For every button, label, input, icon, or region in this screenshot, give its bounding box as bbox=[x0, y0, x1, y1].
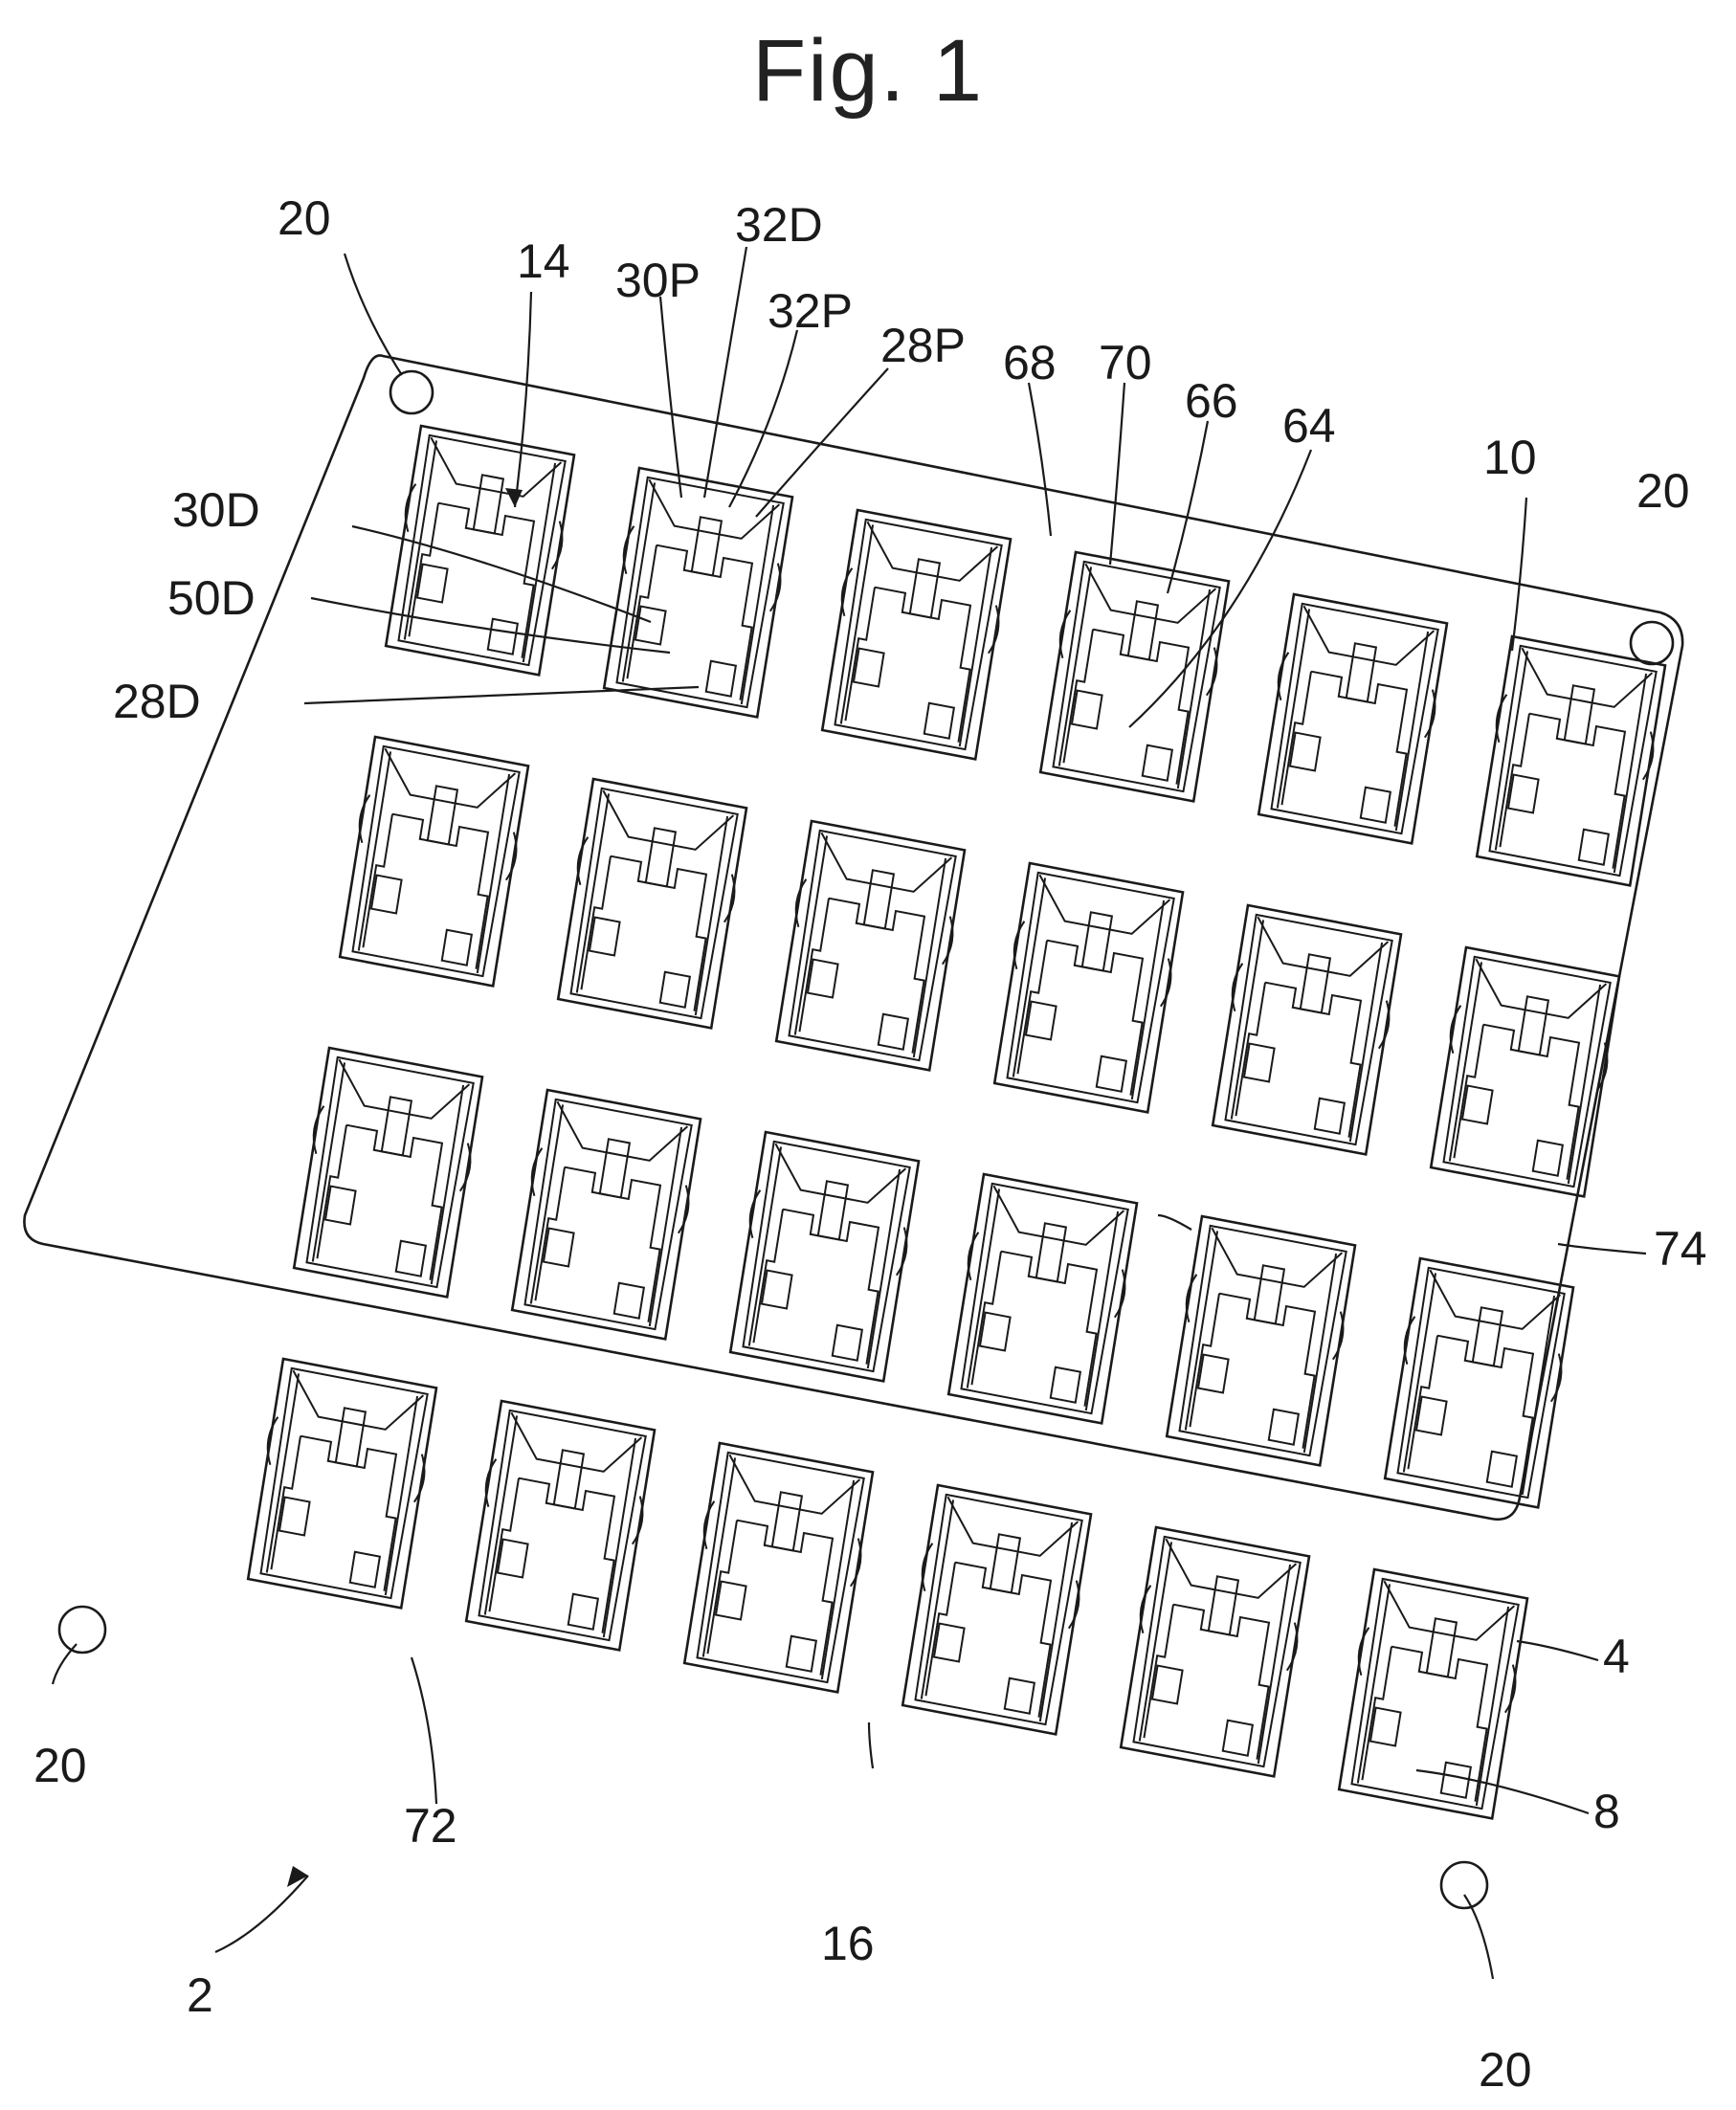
arrow-icon bbox=[287, 1866, 308, 1887]
label-20-top-right: 20 bbox=[1636, 464, 1690, 518]
label-20-top-left: 20 bbox=[278, 191, 331, 245]
pocket bbox=[512, 1090, 701, 1339]
pocket bbox=[822, 510, 1011, 759]
pocket bbox=[248, 1359, 436, 1608]
pocket bbox=[1167, 1216, 1355, 1465]
pocket bbox=[1121, 1527, 1309, 1776]
label-66: 66 bbox=[1185, 374, 1238, 428]
label-28D: 28D bbox=[113, 675, 201, 728]
label-72: 72 bbox=[404, 1799, 457, 1853]
label-32D: 32D bbox=[735, 198, 823, 252]
pocket bbox=[994, 863, 1183, 1112]
corner-hole-bottom-right bbox=[1441, 1862, 1487, 1908]
pocket bbox=[558, 779, 746, 1028]
pocket bbox=[1040, 552, 1229, 801]
pocket bbox=[902, 1485, 1091, 1734]
label-10: 10 bbox=[1483, 431, 1537, 484]
label-8: 8 bbox=[1593, 1785, 1620, 1838]
label-16: 16 bbox=[821, 1917, 875, 1970]
pocket bbox=[340, 737, 528, 986]
pocket bbox=[1339, 1569, 1527, 1818]
corner-hole-top-left bbox=[390, 371, 433, 413]
leader-lines bbox=[53, 247, 1646, 1979]
arrow-icon bbox=[505, 488, 523, 507]
pocket bbox=[1213, 905, 1401, 1154]
label-70: 70 bbox=[1099, 336, 1152, 389]
pocket bbox=[1385, 1258, 1573, 1507]
pocket bbox=[466, 1401, 655, 1650]
corner-hole-top-right bbox=[1631, 622, 1673, 664]
label-2: 2 bbox=[187, 1968, 213, 2022]
label-4: 4 bbox=[1603, 1630, 1630, 1683]
label-64: 64 bbox=[1282, 399, 1336, 453]
pocket bbox=[948, 1174, 1137, 1423]
pocket bbox=[1431, 947, 1619, 1196]
pocket bbox=[684, 1443, 873, 1692]
pocket bbox=[294, 1048, 482, 1297]
pocket bbox=[776, 821, 965, 1070]
pocket bbox=[1258, 594, 1447, 843]
label-20-bottom-left: 20 bbox=[33, 1739, 87, 1792]
label-20-bottom-right: 20 bbox=[1479, 2043, 1532, 2097]
label-30D: 30D bbox=[172, 483, 260, 537]
pocket bbox=[730, 1132, 919, 1381]
label-30P: 30P bbox=[615, 254, 701, 307]
corner-hole-bottom-left bbox=[59, 1607, 105, 1653]
pocket bbox=[604, 468, 792, 717]
label-28P: 28P bbox=[880, 319, 966, 372]
label-74: 74 bbox=[1654, 1222, 1707, 1276]
label-32P: 32P bbox=[768, 284, 853, 338]
label-14: 14 bbox=[517, 234, 570, 288]
label-68: 68 bbox=[1003, 336, 1057, 389]
label-50D: 50D bbox=[167, 571, 256, 625]
pocket bbox=[1477, 636, 1665, 885]
pocket-grid bbox=[248, 426, 1665, 1818]
